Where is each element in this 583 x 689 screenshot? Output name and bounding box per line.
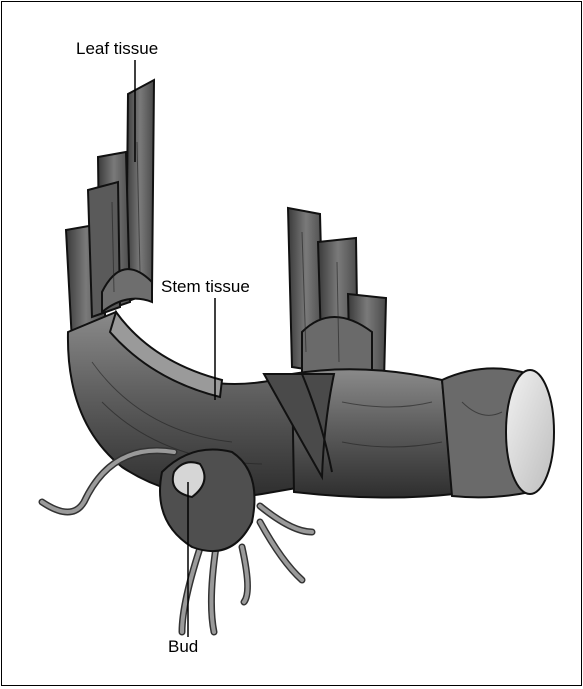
bud-label: Bud bbox=[167, 637, 199, 657]
bud bbox=[160, 450, 255, 552]
stem-tissue-label: Stem tissue bbox=[160, 277, 251, 297]
leaf-tissue-label: Leaf tissue bbox=[75, 39, 159, 59]
leaf-sheath-left bbox=[66, 80, 154, 342]
leaf-sheath-right bbox=[288, 208, 386, 382]
cut-end bbox=[506, 370, 554, 494]
